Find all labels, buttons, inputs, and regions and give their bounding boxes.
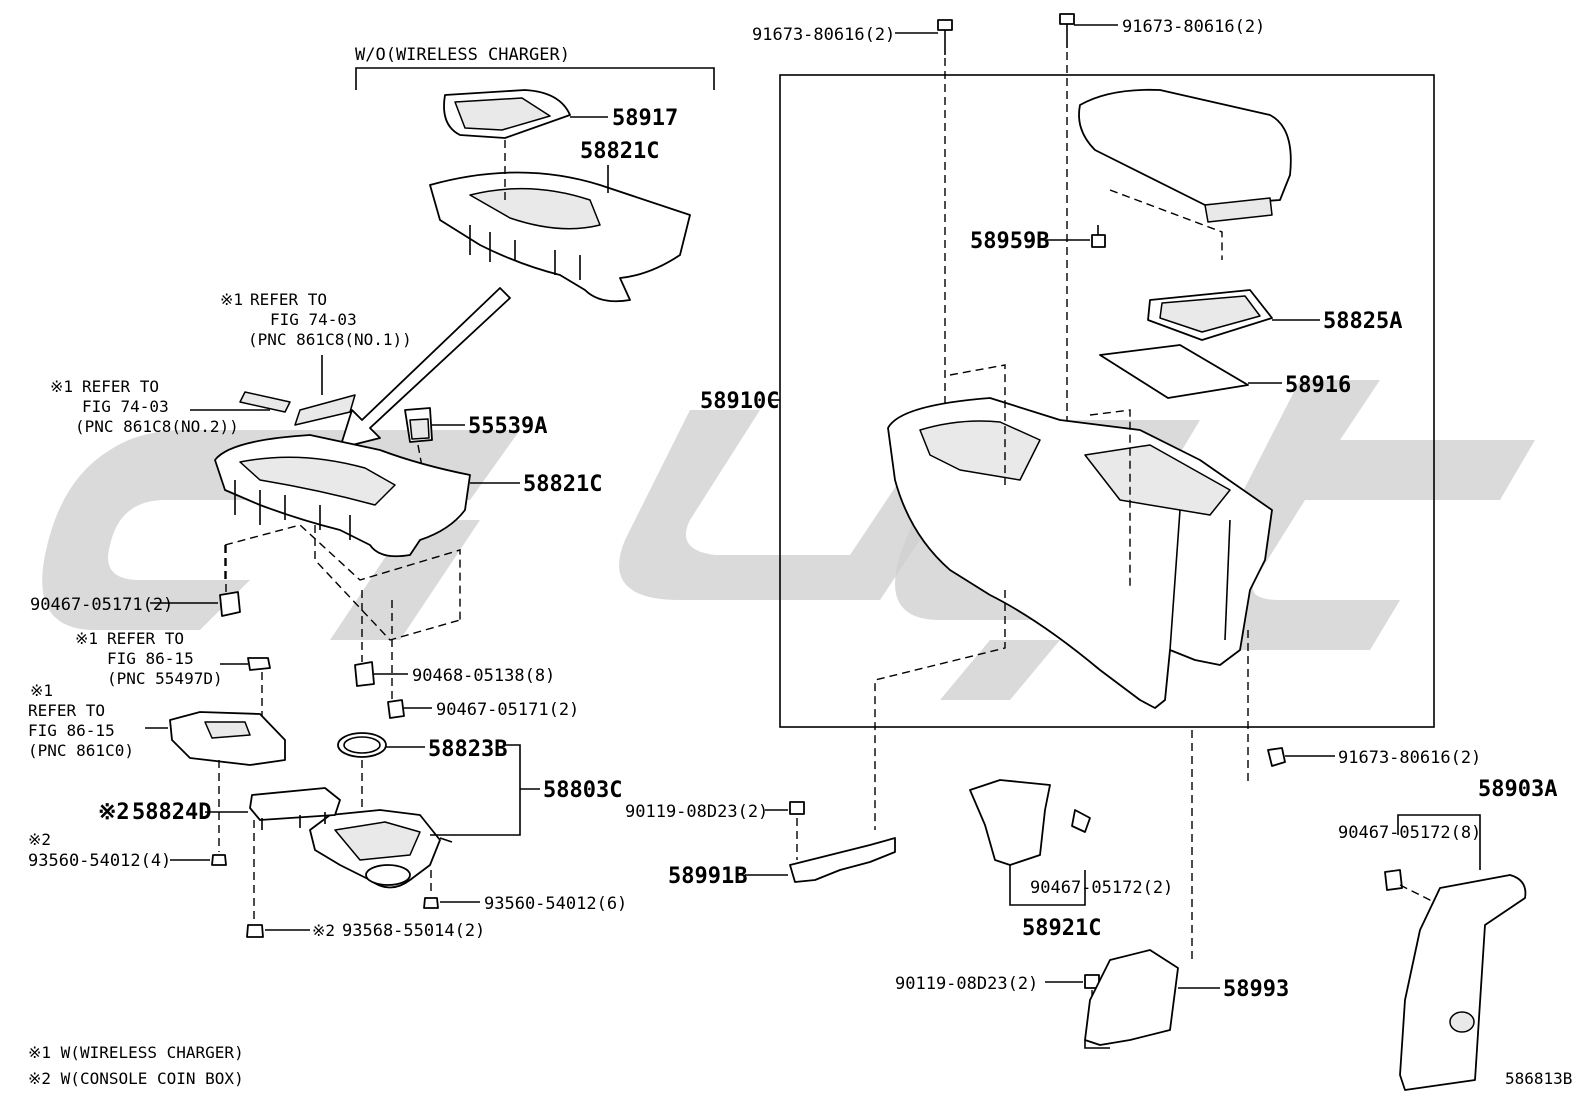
svg-text:(PNC 861C8(NO.2)): (PNC 861C8(NO.2))	[75, 417, 239, 436]
part-93560-54012-screw-left: ※2 93560-54012(4)	[28, 760, 227, 871]
label-90467-05171-left: 90467-05171(2)	[30, 595, 173, 615]
watermark-logo	[42, 380, 1535, 700]
part-armrest-lid	[1078, 88, 1292, 260]
label-58921C: 58921C	[1022, 916, 1101, 941]
label-93560-54012-left: 93560-54012(4)	[28, 851, 171, 871]
svg-text:FIG 86-15: FIG 86-15	[107, 649, 194, 668]
wo-wireless-charger-label: W/O(WIRELESS CHARGER)	[355, 45, 570, 65]
svg-text:※2: ※2	[28, 830, 51, 849]
label-55539A: 55539A	[468, 414, 547, 439]
part-90467-05171-clip-mid: 90467-05171(2)	[387, 600, 579, 720]
label-90467-05172-mid: 90467-05172(2)	[1030, 878, 1173, 898]
part-90119-08D23-bolt-right: 90119-08D23(2)	[895, 974, 1100, 1030]
assembly-arrow	[339, 287, 511, 449]
part-58993-bracket: 58993	[1084, 730, 1289, 1049]
svg-text:REFER TO: REFER TO	[107, 629, 184, 648]
part-58916-mat: 58916	[1099, 344, 1351, 399]
part-90119-08D23-bolt-left: 90119-08D23(2)	[625, 801, 805, 860]
label-58993: 58993	[1223, 977, 1289, 1002]
part-55539A-switch: 55539A	[404, 407, 547, 511]
label-58803C: 58803C	[543, 778, 622, 803]
svg-text:(PNC 861C0): (PNC 861C0)	[28, 741, 134, 760]
footer-note-2: ※2 W(CONSOLE COIN BOX)	[28, 1069, 244, 1088]
label-90467-05172-right: 90467-05172(8)	[1338, 823, 1481, 843]
label-58821C-mid: 58821C	[523, 472, 602, 497]
part-58910C-console-box: 58910C	[700, 364, 1273, 830]
refer-note-2: ※1 REFER TO FIG 74-03 (PNC 861C8(NO.2))	[50, 377, 291, 436]
label-58823B: 58823B	[428, 737, 507, 762]
svg-text:FIG 86-15: FIG 86-15	[28, 721, 115, 740]
part-58917-mat: 58917	[443, 89, 678, 139]
label-91673-80616-top-right: 91673-80616(2)	[1122, 17, 1265, 37]
part-58824D-coin-box: ※2 58824D	[98, 787, 341, 830]
svg-text:(PNC 55497D): (PNC 55497D)	[107, 669, 223, 688]
svg-text:※1: ※1	[30, 681, 53, 700]
label-58991B: 58991B	[668, 864, 747, 889]
footer-notes: ※1 W(WIRELESS CHARGER) ※2 W(CONSOLE COIN…	[28, 1043, 1572, 1088]
label-58917: 58917	[612, 106, 678, 131]
svg-text:※2: ※2	[312, 921, 335, 940]
label-90468-05138: 90468-05138(8)	[412, 666, 555, 686]
svg-text:REFER TO: REFER TO	[82, 377, 159, 396]
label-90467-05171-mid: 90467-05171(2)	[436, 700, 579, 720]
part-58921C-panel: 90467-05172(2) 58921C	[969, 779, 1173, 941]
part-93568-55014-screw: ※2 93568-55014(2)	[246, 820, 485, 941]
part-58903A-side-panel: 58903A 90467-05172(8)	[1338, 777, 1557, 1091]
label-93560-54012-right: 93560-54012(6)	[484, 894, 627, 914]
note-mark-1a: ※1	[220, 290, 243, 309]
svg-text:(PNC 861C8(NO.1)): (PNC 861C8(NO.1))	[248, 330, 412, 349]
label-58910C: 58910C	[700, 389, 779, 414]
svg-text:REFER TO: REFER TO	[28, 701, 105, 720]
label-58824D: 58824D	[132, 800, 211, 825]
part-58991B-bracket: 58991B	[668, 837, 896, 889]
refer-note-1: ※1 REFER TO FIG 74-03 (PNC 861C8(NO.1))	[220, 290, 412, 426]
part-58825A-tray: 58825A	[1147, 289, 1402, 341]
refer-note-3: ※1 REFER TO FIG 86-15 (PNC 55497D)	[75, 629, 271, 735]
part-58823B-ring: 58823B	[337, 732, 507, 762]
part-90467-05171-clip-left: 90467-05171(2)	[30, 545, 241, 617]
part-93560-54012-screw-right: 93560-54012(6)	[423, 870, 627, 914]
svg-text:FIG 74-03: FIG 74-03	[82, 397, 169, 416]
part-91673-80616-bolt-top-left: 91673-80616(2)	[752, 19, 953, 450]
part-91673-80616-bolt-right: 91673-80616(2)	[1247, 630, 1481, 785]
part-58821C-lower-tray: 58821C	[214, 434, 602, 641]
svg-text:※1: ※1	[50, 377, 73, 396]
label-58821C-top: 58821C	[580, 139, 659, 164]
label-90119-08D23-right: 90119-08D23(2)	[895, 974, 1038, 994]
part-58821C-upper-tray: 58821C	[429, 139, 691, 303]
label-91673-80616-right: 91673-80616(2)	[1338, 748, 1481, 768]
console-box-assembly-frame	[779, 74, 1435, 728]
refer-note-4: ※1 REFER TO FIG 86-15 (PNC 861C0)	[28, 681, 286, 766]
label-58825A: 58825A	[1323, 309, 1402, 334]
diagram-id: 586813B	[1505, 1069, 1572, 1088]
label-91673-80616-top-left: 91673-80616(2)	[752, 25, 895, 45]
svg-text:※1: ※1	[75, 629, 98, 648]
label-58916: 58916	[1285, 373, 1351, 398]
label-90119-08D23-left: 90119-08D23(2)	[625, 802, 768, 822]
svg-text:REFER TO: REFER TO	[250, 290, 327, 309]
label-mark-58824D: ※2	[98, 800, 130, 825]
part-58959B-screw: 58959B	[970, 225, 1106, 254]
part-58803C-cup-holder: 58803C	[309, 744, 622, 889]
svg-text:FIG 74-03: FIG 74-03	[270, 310, 357, 329]
label-58903A: 58903A	[1478, 777, 1557, 802]
part-90468-05138-clip: 90468-05138(8)	[354, 590, 555, 687]
wo-wireless-charger-bracket: W/O(WIRELESS CHARGER)	[355, 45, 715, 90]
footer-note-1: ※1 W(WIRELESS CHARGER)	[28, 1043, 244, 1062]
label-93568-55014: 93568-55014(2)	[342, 921, 485, 941]
label-58959B: 58959B	[970, 229, 1049, 254]
